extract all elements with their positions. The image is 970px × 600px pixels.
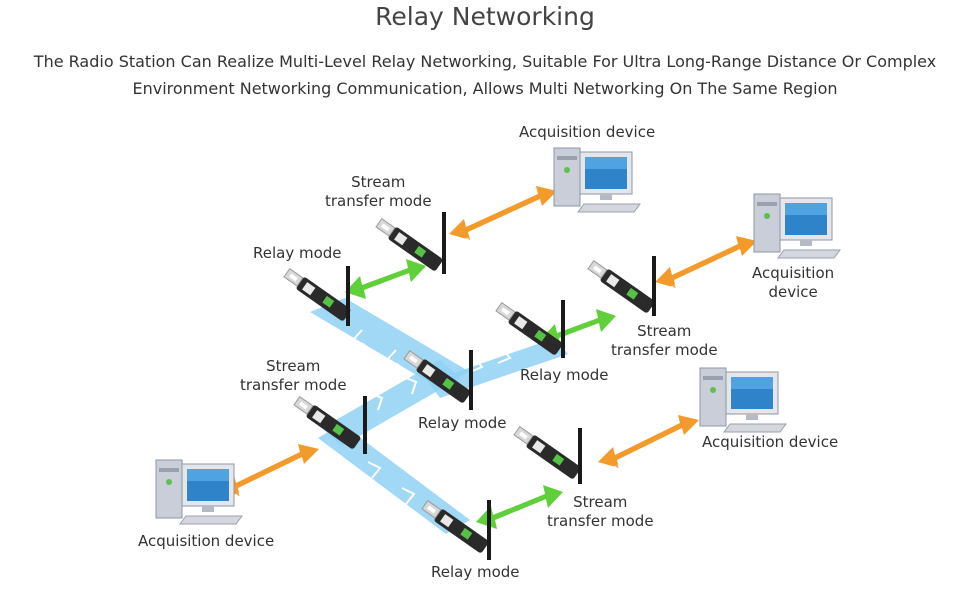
radio-module-stream-right	[585, 256, 657, 316]
label-acquisition-right-low: Acquisition device	[702, 433, 839, 451]
radio-module-relay-top	[281, 266, 353, 326]
label-stream-bottom: Stream transfer mode	[547, 493, 654, 531]
label-relay-bottom: Relay mode	[431, 563, 520, 581]
page-title: Relay Networking	[375, 2, 595, 31]
radio-module-relay-bottom	[419, 498, 491, 560]
radio-links	[345, 259, 616, 529]
label-stream-top-line1: Stream	[351, 173, 406, 191]
radio-module-relay-right	[493, 300, 565, 358]
page-subtitle: The Radio Station Can Realize Multi-Leve…	[20, 48, 950, 102]
label-acquisition-right-line2: device	[768, 283, 818, 301]
radio-module-relay-center	[401, 348, 473, 410]
label-relay-center: Relay mode	[418, 414, 507, 432]
label-relay-top: Relay mode	[253, 244, 342, 262]
label-stream-right-line2: transfer mode	[611, 341, 718, 359]
subtitle-line-2: Environment Networking Communication, Al…	[132, 79, 838, 98]
label-stream-left-line1: Stream	[266, 357, 321, 375]
label-stream-left: Stream transfer mode	[240, 357, 347, 395]
label-acquisition-left: Acquisition device	[138, 532, 275, 550]
radio-module-stream-top	[373, 212, 446, 274]
label-stream-top-line2: transfer mode	[325, 192, 432, 210]
computer-icon-left	[155, 459, 243, 525]
label-stream-left-line2: transfer mode	[240, 376, 347, 394]
label-relay-right: Relay mode	[520, 366, 609, 384]
label-stream-bottom-line1: Stream	[573, 493, 628, 511]
computer-icon-right	[753, 193, 841, 259]
computer-icon-right-low	[699, 367, 787, 433]
subtitle-line-1: The Radio Station Can Realize Multi-Leve…	[33, 52, 937, 71]
io-arrows	[219, 186, 757, 496]
label-stream-right: Stream transfer mode	[611, 322, 718, 360]
label-acquisition-right: Acquisition device	[752, 264, 834, 302]
radio-module-stream-bottom	[511, 424, 583, 484]
radio-module-stream-left	[291, 394, 367, 454]
label-stream-right-line1: Stream	[637, 322, 692, 340]
label-acquisition-right-line1: Acquisition	[752, 264, 835, 282]
label-stream-top: Stream transfer mode	[325, 173, 432, 211]
label-stream-bottom-line2: transfer mode	[547, 512, 654, 530]
computer-icon-top	[553, 147, 641, 213]
label-acquisition-top: Acquisition device	[519, 123, 656, 141]
